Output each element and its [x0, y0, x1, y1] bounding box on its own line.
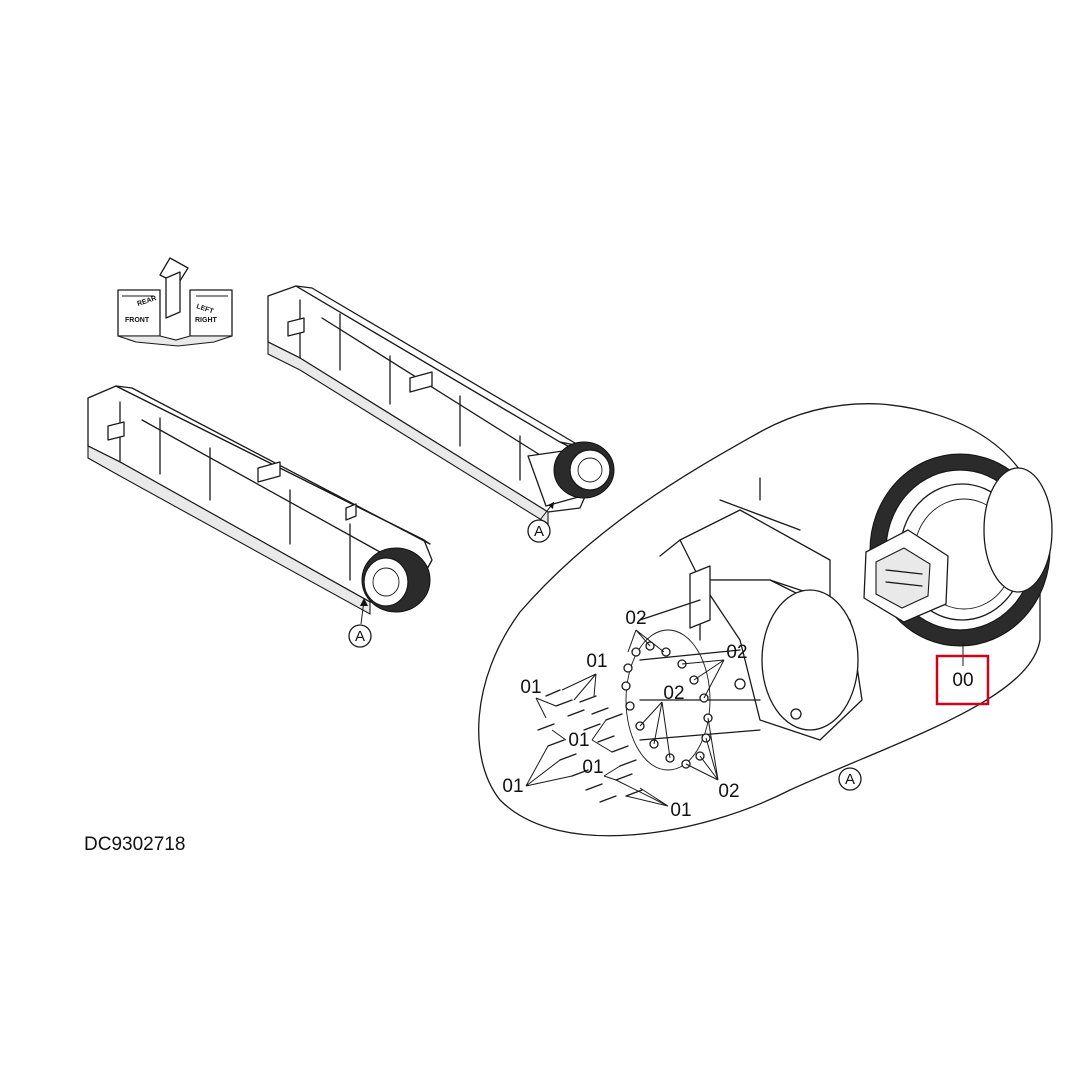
final-drive-assembly — [863, 453, 1053, 647]
callout-02-bottom-label: 02 — [718, 781, 739, 802]
callout-02-top-label: 02 — [625, 608, 646, 629]
callout-01-top[interactable]: 01 — [561, 651, 608, 701]
view-marker-upper: A — [527, 501, 555, 543]
bolt-pattern — [537, 689, 643, 803]
sprocket-upper — [553, 441, 615, 499]
view-marker-upper-label: A — [534, 523, 544, 540]
track-frame-lower — [87, 385, 433, 615]
view-marker-lower: A — [348, 598, 372, 648]
callout-02-right-label: 02 — [726, 642, 747, 663]
callout-01-bottom[interactable]: 01 — [615, 779, 692, 821]
callout-02-top[interactable]: 02 — [625, 608, 665, 653]
callout-01-middle-label: 01 — [568, 730, 589, 751]
track-frame-upper — [267, 285, 615, 525]
detail-view-a: A 00 — [478, 403, 1053, 837]
part-00-highlight-box — [935, 654, 990, 706]
orientation-indicator: REAR FRONT LEFT RIGHT — [117, 257, 233, 347]
callout-01-left-top-label: 01 — [520, 677, 541, 698]
callout-01-lower-middle[interactable]: 01 — [582, 757, 621, 781]
callout-01-left-bottom-label: 01 — [502, 776, 523, 797]
sprocket-lower — [361, 547, 431, 613]
callout-01-middle[interactable]: 01 — [551, 719, 613, 753]
drawing-code: DC9302718 — [84, 834, 185, 855]
callout-01-top-label: 01 — [586, 651, 607, 672]
orientation-label-right: RIGHT — [195, 317, 218, 324]
orientation-label-front: FRONT — [125, 317, 150, 324]
callout-01-bottom-label: 01 — [670, 800, 691, 821]
callout-01-left-bottom[interactable]: 01 — [502, 745, 573, 797]
callout-02-bottom[interactable]: 02 — [685, 717, 740, 802]
callout-01-lower-middle-label: 01 — [582, 757, 603, 778]
callout-02-middle-label: 02 — [663, 683, 684, 704]
callout-02-right[interactable]: 02 — [681, 642, 748, 699]
callout-02-middle[interactable]: 02 — [639, 683, 685, 759]
detail-view-marker-label: A — [845, 771, 855, 788]
callout-01-left-top[interactable]: 01 — [520, 677, 557, 719]
part-00-label: 00 — [952, 670, 973, 691]
part-00-callout[interactable]: 00 — [935, 643, 990, 706]
view-marker-lower-label: A — [355, 628, 365, 645]
